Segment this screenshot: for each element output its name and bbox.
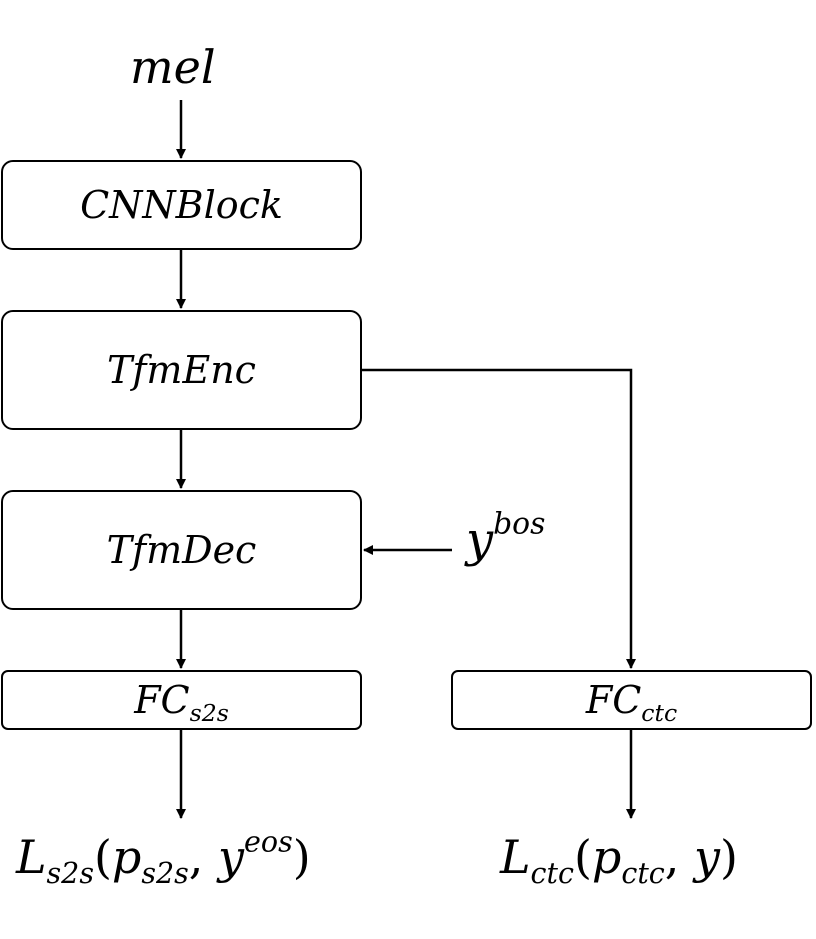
- input-mel-label: mel: [130, 40, 216, 94]
- cnn-block: CNNBlock: [1, 160, 362, 250]
- fc-ctc-block: FCctc: [451, 670, 812, 730]
- arrow-enc-to-fc-ctc: [362, 368, 636, 669]
- loss-ctc-label: Lctc(pctc, y): [500, 830, 738, 890]
- transformer-decoder-label: TfmDec: [106, 528, 257, 572]
- transformer-encoder-label: TfmEnc: [107, 348, 256, 392]
- loss-s2s-label: Ls2s(ps2s, yeos): [16, 825, 311, 890]
- fc-s2s-block: FCs2s: [1, 670, 362, 730]
- bos-token-label: ybos: [466, 506, 546, 568]
- fc-ctc-label: FCctc: [585, 678, 678, 728]
- transformer-encoder-block: TfmEnc: [1, 310, 362, 430]
- transformer-decoder-block: TfmDec: [1, 490, 362, 610]
- fc-s2s-label: FCs2s: [134, 678, 229, 728]
- cnn-block-label: CNNBlock: [80, 183, 283, 227]
